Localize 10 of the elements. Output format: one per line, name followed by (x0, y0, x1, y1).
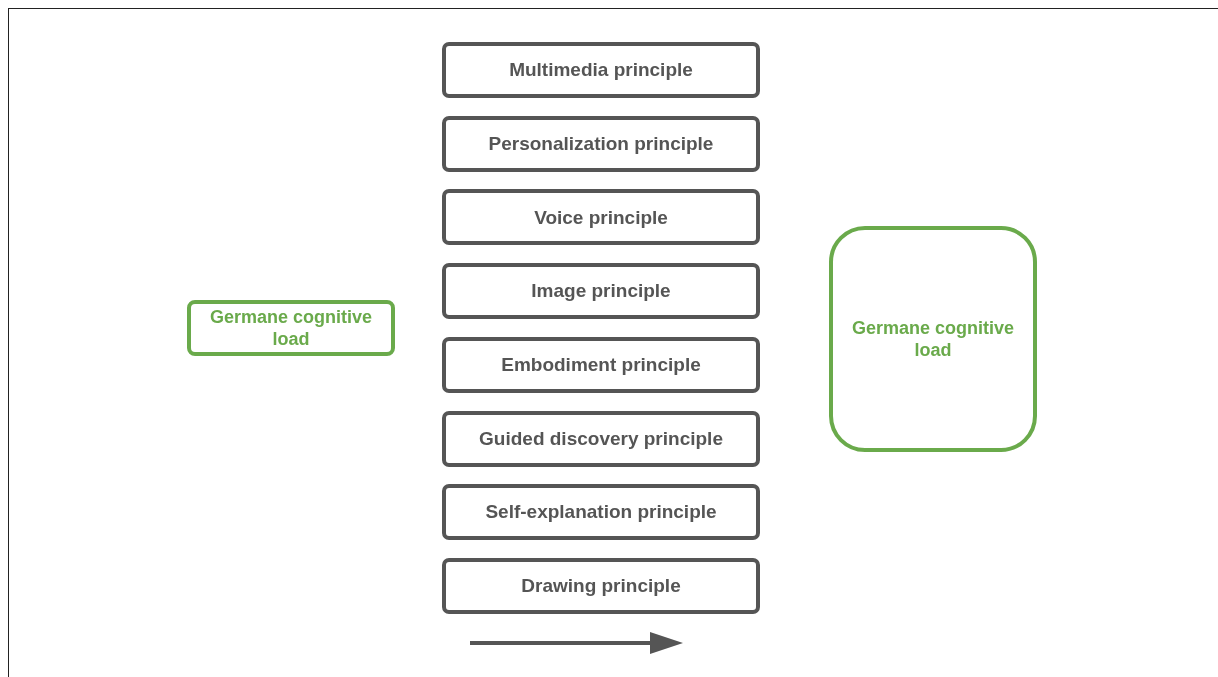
principle-box: Personalization principle (442, 115, 760, 172)
load-box: Germane cognitive load (829, 226, 1037, 452)
principle-box: Guided discovery principle (442, 410, 760, 467)
load-box: Germane cognitive load (187, 300, 395, 356)
principle-box: Multimedia principle (442, 42, 760, 98)
principle-box: Embodiment principle (442, 336, 760, 393)
principle-box: Voice principle (442, 189, 760, 246)
principle-box: Self-explanation principle (442, 484, 760, 541)
principle-box: Image principle (442, 263, 760, 320)
principle-box: Drawing principle (442, 557, 760, 614)
